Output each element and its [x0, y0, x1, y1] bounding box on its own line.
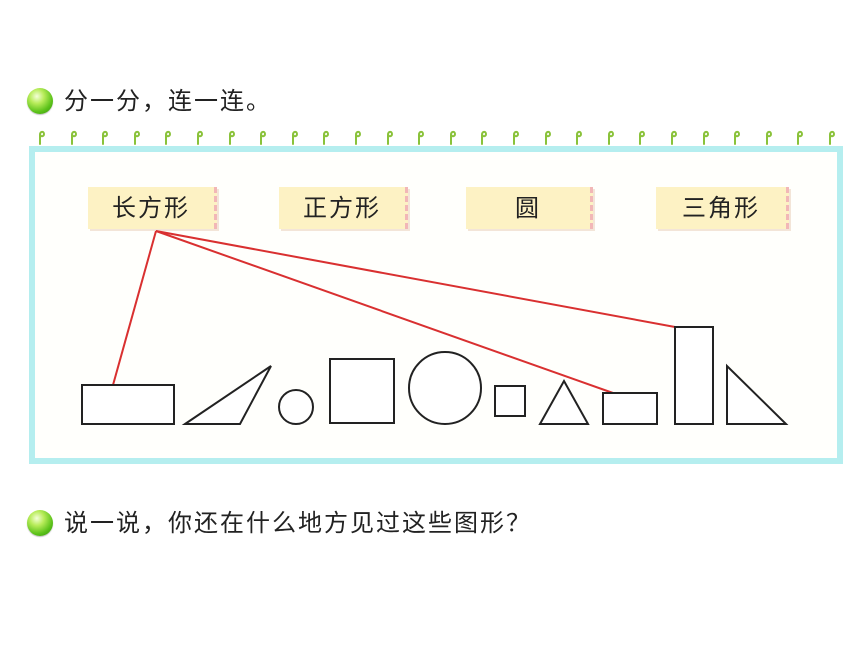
shape-square-large[interactable]: [329, 358, 395, 424]
spiral-ring-icon: [639, 130, 646, 145]
spiral-ring-icon: [133, 130, 140, 145]
spiral-ring-icon: [102, 130, 109, 145]
spiral-ring-icon: [544, 130, 551, 145]
spiral-ring-icon: [702, 130, 709, 145]
shape-triangle-equilateral[interactable]: [538, 378, 590, 425]
section-heading-match: 分一分，连一连。: [64, 87, 272, 115]
spiral-ring-icon: [449, 130, 456, 145]
spiral-ring-icon: [165, 130, 172, 145]
shape-rectangle-wide[interactable]: [81, 384, 175, 425]
section-bullet-icon: [27, 88, 53, 114]
shape-circle-large[interactable]: [408, 351, 482, 425]
spiral-ring-icon: [671, 130, 677, 145]
shape-triangle-right[interactable]: [726, 363, 789, 425]
label-card-circle[interactable]: 圆: [466, 187, 593, 229]
shape-circle-small[interactable]: [278, 389, 314, 425]
spiral-ring-icon: [513, 130, 519, 145]
spiral-ring-icon: [765, 130, 772, 145]
connector-line-rect-1: [112, 230, 157, 386]
spiral-ring-icon: [829, 130, 835, 145]
label-card-rectangle[interactable]: 长方形: [88, 187, 217, 229]
spiral-ring-icon: [228, 130, 235, 145]
label-card-square[interactable]: 正方形: [279, 187, 408, 229]
shape-rectangle-tall[interactable]: [674, 326, 714, 425]
spiral-ring-icon: [260, 130, 267, 145]
spiral-ring-icon: [576, 130, 583, 145]
spiral-ring-icon: [797, 130, 804, 145]
spiral-ring-icon: [386, 130, 393, 145]
spiral-ring-icon: [70, 130, 77, 145]
spiral-ring-icon: [607, 130, 614, 145]
spiral-ring-icon: [323, 130, 330, 145]
spiral-binding: [29, 126, 843, 152]
spiral-ring-icon: [39, 130, 45, 145]
shape-rectangle-small[interactable]: [602, 392, 658, 425]
label-card-triangle[interactable]: 三角形: [656, 187, 789, 229]
spiral-ring-icon: [734, 130, 741, 145]
connector-line-rect-3: [155, 230, 676, 328]
shape-triangle-slanted[interactable]: [181, 365, 272, 425]
section-bullet-icon: [27, 510, 53, 536]
shape-square-small[interactable]: [494, 385, 526, 417]
spiral-ring-icon: [355, 130, 361, 145]
section-heading-discuss: 说一说，你还在什么地方见过这些图形？: [64, 509, 532, 537]
spiral-ring-icon: [291, 130, 298, 145]
spiral-ring-icon: [481, 130, 488, 145]
connector-line-rect-2: [155, 230, 614, 394]
spiral-ring-icon: [418, 130, 425, 145]
spiral-ring-icon: [197, 130, 203, 145]
